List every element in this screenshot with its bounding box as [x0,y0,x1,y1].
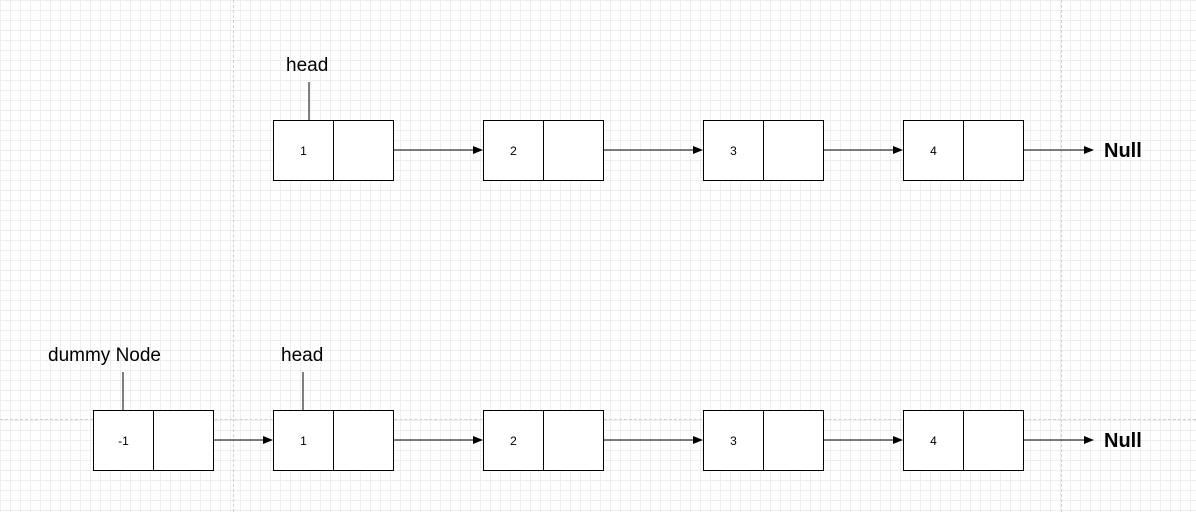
node-next-pointer [963,120,1024,181]
node-value: 3 [703,410,764,471]
node-next-pointer [153,410,214,471]
node-next-pointer [543,120,604,181]
canvas-guide-vertical [233,0,234,512]
node-value: 1 [273,410,334,471]
list-node: 4 [903,410,1024,471]
node-value: 2 [483,120,544,181]
null-label: Null [1104,140,1142,162]
node-value: 3 [703,120,764,181]
node-next-pointer [963,410,1024,471]
dummy-node-label: dummy Node [48,345,161,366]
node-value: 2 [483,410,544,471]
node-next-pointer [543,410,604,471]
list-node: 3 [703,410,824,471]
canvas-guide-vertical [1061,0,1062,512]
node-next-pointer [333,410,394,471]
node-next-pointer [763,120,824,181]
head-label: head [286,55,329,76]
node-value: 4 [903,410,964,471]
list-node: 1 [273,410,394,471]
list-node: 2 [483,120,604,181]
node-next-pointer [333,120,394,181]
list-node: 3 [703,120,824,181]
node-value: 4 [903,120,964,181]
node-value: 1 [273,120,334,181]
dummy-node: -1 [93,410,214,471]
node-value: -1 [93,410,154,471]
null-label: Null [1104,430,1142,452]
list-node: 1 [273,120,394,181]
list-node: 4 [903,120,1024,181]
node-next-pointer [763,410,824,471]
list-node: 2 [483,410,604,471]
head-label: head [281,345,324,366]
